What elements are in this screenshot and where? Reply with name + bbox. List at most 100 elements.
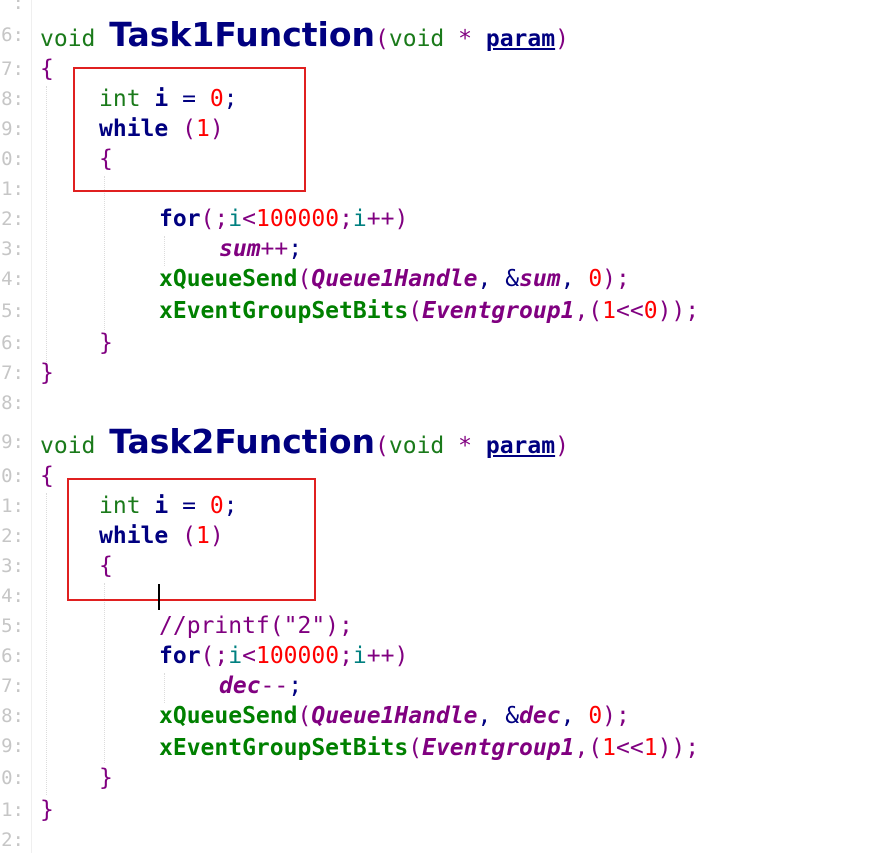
code-line: { xyxy=(99,551,113,581)
paren: ( xyxy=(375,433,389,459)
comment: //printf("2"); xyxy=(159,613,353,639)
line-number: 5: xyxy=(1,615,24,637)
line-number: 7: xyxy=(1,58,24,80)
decl-var: i xyxy=(154,86,169,112)
global-var: Queue1Handle xyxy=(311,703,478,729)
paren: )); xyxy=(657,735,700,761)
line-number: 7: xyxy=(1,362,24,384)
text-cursor xyxy=(158,584,160,610)
line-number: 0: xyxy=(1,465,24,487)
paren: ( xyxy=(375,26,389,52)
close-brace: } xyxy=(40,797,54,823)
global-var: Queue1Handle xyxy=(311,266,478,292)
function-name[interactable]: Task2Function xyxy=(109,422,376,461)
line-number: 5: xyxy=(1,300,24,322)
loop-var: i xyxy=(228,643,243,669)
paren: ) xyxy=(209,523,224,549)
indent-guide xyxy=(164,673,165,703)
indent-guide xyxy=(46,86,47,372)
separator: , xyxy=(560,703,589,729)
separator: , & xyxy=(477,266,520,292)
global-var: sum xyxy=(519,266,561,292)
number: 0 xyxy=(643,298,658,324)
number: 1 xyxy=(602,735,616,761)
arg-type: void xyxy=(388,433,445,459)
line-number: 6: xyxy=(1,24,24,46)
line-number: 4: xyxy=(1,268,24,290)
line-number: : xyxy=(12,0,24,14)
function-name[interactable]: Task1Function xyxy=(109,15,376,54)
separator: , & xyxy=(477,703,520,729)
operator: << xyxy=(616,735,644,761)
code-line: void Task2Function(void * param) xyxy=(40,425,569,459)
decl-type: int xyxy=(99,86,141,112)
paren: ) xyxy=(209,116,224,142)
semicolon: ; xyxy=(223,493,238,519)
line-number: 1: xyxy=(1,495,24,517)
while-value: 1 xyxy=(195,116,210,142)
loop-var: i xyxy=(352,643,367,669)
indent-guide xyxy=(104,176,105,330)
loop-open-brace: { xyxy=(99,553,113,579)
while-keyword: while xyxy=(99,523,169,549)
while-keyword: while xyxy=(99,116,169,142)
line-number: 8: xyxy=(1,88,24,110)
paren: )); xyxy=(657,298,700,324)
call-name: xEventGroupSetBits xyxy=(159,298,409,324)
pointer-star: * xyxy=(458,433,472,459)
code-line: sum++; xyxy=(219,234,302,264)
operator: ++ xyxy=(260,236,289,262)
loop-var: i xyxy=(352,206,367,232)
global-var: Eventgroup1 xyxy=(422,298,575,324)
operator: ++) xyxy=(366,206,409,232)
code-line: xQueueSend(Queue1Handle, &sum, 0); xyxy=(159,264,630,294)
decl-eq: = xyxy=(168,86,210,112)
line-number: 2: xyxy=(1,829,24,851)
indent-guide xyxy=(164,236,165,266)
paren: ( xyxy=(168,523,196,549)
code-line: } xyxy=(40,358,54,388)
param-name[interactable]: param xyxy=(485,26,556,52)
semicolon: ; xyxy=(339,643,353,669)
global-var: Eventgroup1 xyxy=(422,735,575,761)
line-number: 6: xyxy=(1,332,24,354)
operator: ++) xyxy=(366,643,409,669)
indent-guide xyxy=(104,583,105,763)
code-line: xEventGroupSetBits(Eventgroup1,(1<<1)); xyxy=(159,733,699,763)
paren: ( xyxy=(408,735,423,761)
line-number: 9: xyxy=(1,431,24,453)
decl-value: 0 xyxy=(209,86,224,112)
code-line: //printf("2"); xyxy=(159,611,353,641)
call-name: xQueueSend xyxy=(159,703,298,729)
arg-type: void xyxy=(388,26,445,52)
gutter-divider xyxy=(31,0,32,853)
line-number: 2: xyxy=(1,525,24,547)
decl-type: int xyxy=(99,493,141,519)
global-var: sum xyxy=(219,236,261,262)
paren: ); xyxy=(602,266,630,292)
call-name: xEventGroupSetBits xyxy=(159,735,409,761)
code-line: dec--; xyxy=(219,671,302,701)
param-name[interactable]: param xyxy=(485,433,556,459)
semicolon: ; xyxy=(288,236,303,262)
for-keyword: for xyxy=(159,206,201,232)
separator: ,( xyxy=(574,298,603,324)
code-line: while (1) xyxy=(99,521,224,551)
code-line: for(;i<100000;i++) xyxy=(159,204,408,234)
paren: (; xyxy=(200,206,229,232)
indent-guide xyxy=(46,493,47,795)
paren: (; xyxy=(200,643,229,669)
paren: ( xyxy=(297,703,312,729)
line-number: 2: xyxy=(1,208,24,230)
semicolon: ; xyxy=(288,673,303,699)
code-line: { xyxy=(40,54,54,84)
loop-close-brace: } xyxy=(99,330,113,356)
number: 1 xyxy=(602,298,616,324)
code-line: { xyxy=(99,144,113,174)
loop-limit: 100000 xyxy=(255,206,340,232)
pointer-star: * xyxy=(458,26,472,52)
loop-open-brace: { xyxy=(99,146,113,172)
code-line: } xyxy=(40,795,54,825)
number: 0 xyxy=(588,703,603,729)
